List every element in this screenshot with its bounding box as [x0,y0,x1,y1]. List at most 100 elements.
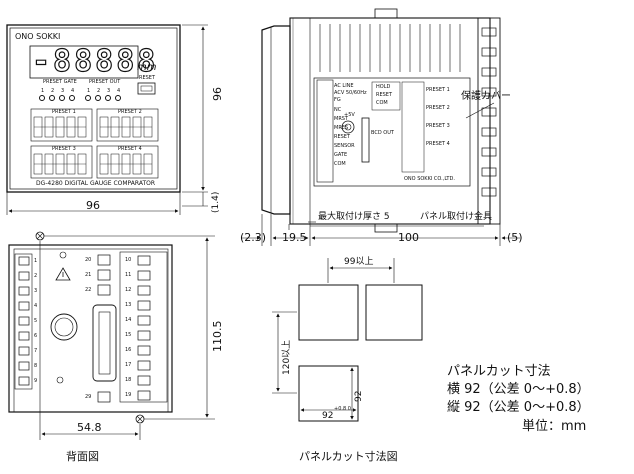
preset-1-label: PRESET 1 [52,109,76,115]
side-mid-terminal-0: HOLD [376,84,391,90]
side-preset-4: PRESET 4 [426,141,450,147]
rear-view [8,231,173,424]
side-preset-1: PRESET 1 [426,87,450,93]
side-view [261,8,501,233]
side-dimensions [241,214,520,246]
side-terminal-4: MRST [334,116,349,122]
rear-num-4: 4 [34,303,38,309]
cutout-caption: パネルカット寸法図 [299,450,398,463]
out-number-2: 2 [97,88,101,94]
side-mid-terminal-3: +5V [344,112,355,118]
front-width-dim: 96 [86,199,100,212]
preset-gate-label: PRESET GATE [43,79,77,85]
cutout-dimensions [272,258,395,420]
rear-width-dim: 54.8 [77,421,102,434]
cutout-width-dim: 92 [322,411,334,421]
top-pitch-dim: 99以上 [344,257,374,267]
maker-label: ONO SOKKI CO.,LTD. [404,176,455,182]
side-terminal-9: COM [334,161,346,167]
rear-num-3: 3 [34,288,38,294]
warning-icon [55,267,71,281]
rear-num-22: 22 [85,287,92,293]
rear-num-29: 29 [85,394,92,400]
side-terminal-1: ACV 50/60Hz [334,90,367,96]
rear-center-terminals [97,254,111,403]
rear-num-6: 6 [34,333,38,339]
model-label: DG-4280 DIGITAL GAUGE COMPARATOR [36,180,156,187]
display-unit: mm [137,62,157,73]
rear-num-19: 19 [125,392,132,398]
rear-right-terminals [137,255,151,401]
rear-view-caption: 背面図 [66,450,99,463]
preset-4-label: PRESET 4 [118,146,142,152]
rear-num-18: 18 [125,377,132,383]
reset-label: RESET [139,75,156,81]
spec-vertical: 縦 92（公差 0～+0.8） [447,400,590,415]
cover-label: 保護カバー [461,91,511,102]
panel-cutout-diagram [298,284,423,422]
gate-number-3: 3 [61,88,65,94]
rear-height-dim: 110.5 [211,320,224,353]
rear-num-21: 21 [85,272,92,278]
rear-num-2: 2 [34,273,38,279]
rear-num-11: 11 [125,272,132,278]
rear-num-8: 8 [34,363,38,369]
gate-number-4: 4 [71,88,75,94]
out-number-1: 1 [87,88,91,94]
side-depth-dim: 100 [398,231,419,244]
indicator-leds [39,95,121,101]
side-terminal-0: AC LINE [334,83,354,89]
rear-num-7: 7 [34,348,38,354]
side-right-gap-dim: (5) [507,231,523,244]
rear-num-12: 12 [125,287,132,293]
rear-num-17: 17 [125,362,132,368]
display-readout: -88888 [31,44,159,79]
rear-num-5: 5 [34,318,38,324]
preset-3-label: PRESET 3 [52,146,76,152]
unit-label: 単位：mm [522,419,587,434]
rear-num-14: 14 [125,317,132,323]
side-mid-terminal-2: COM [376,100,388,106]
gate-number-2: 2 [51,88,55,94]
reset-button-shape [137,82,156,95]
rear-num-13: 13 [125,302,132,308]
sensor-connector-icon [50,313,78,341]
rear-num-9: 9 [34,378,38,384]
rear-num-15: 15 [125,332,132,338]
rear-dimensions [39,235,215,440]
front-dimensions [6,24,208,215]
cutout-width-tol: +0.8 0 [334,406,351,412]
side-left-gap-dim: (2.3) [240,231,267,244]
sensor-connector-icon [341,120,355,134]
side-terminal-7: SENSOR [334,143,355,149]
spec-horizontal: 横 92（公差 0～+0.8） [447,382,590,397]
front-height-dim: 96 [211,87,224,101]
bcd-connector-icon [92,304,117,382]
side-terminal-2: FG [334,97,341,103]
preset-2-label: PRESET 2 [118,109,142,115]
max-thickness-label: 最大取付け厚さ 5 [318,212,390,222]
side-terminal-6: RESET [334,134,351,140]
gate-number-1: 1 [41,88,45,94]
side-terminal-5: MRES [334,125,349,131]
rear-left-terminals [18,256,30,386]
preset-out-label: PRESET OUT [89,79,121,85]
out-number-4: 4 [117,88,121,94]
bcd-out-label: BCD OUT [371,130,394,136]
spec-title: パネルカット寸法 [447,364,551,379]
panel-bracket-label: パネル取付け金具 [420,212,493,222]
side-preset-2: PRESET 2 [426,105,450,111]
side-terminal-3: NC [334,107,342,113]
front-view [6,24,181,193]
side-mid-terminal-1: RESET [376,92,393,98]
side-terminal-8: GATE [334,152,348,158]
rear-num-10: 10 [125,257,132,263]
out-number-3: 3 [107,88,111,94]
bcd-connector-icon [361,117,370,163]
cutout-height-dim: 92 [354,390,364,402]
brand-logo: ONO SOKKI [15,32,61,41]
side-pitch-dim: 120以上 [282,339,292,375]
rear-num-1: 1 [34,258,38,264]
rear-num-20: 20 [85,257,92,263]
